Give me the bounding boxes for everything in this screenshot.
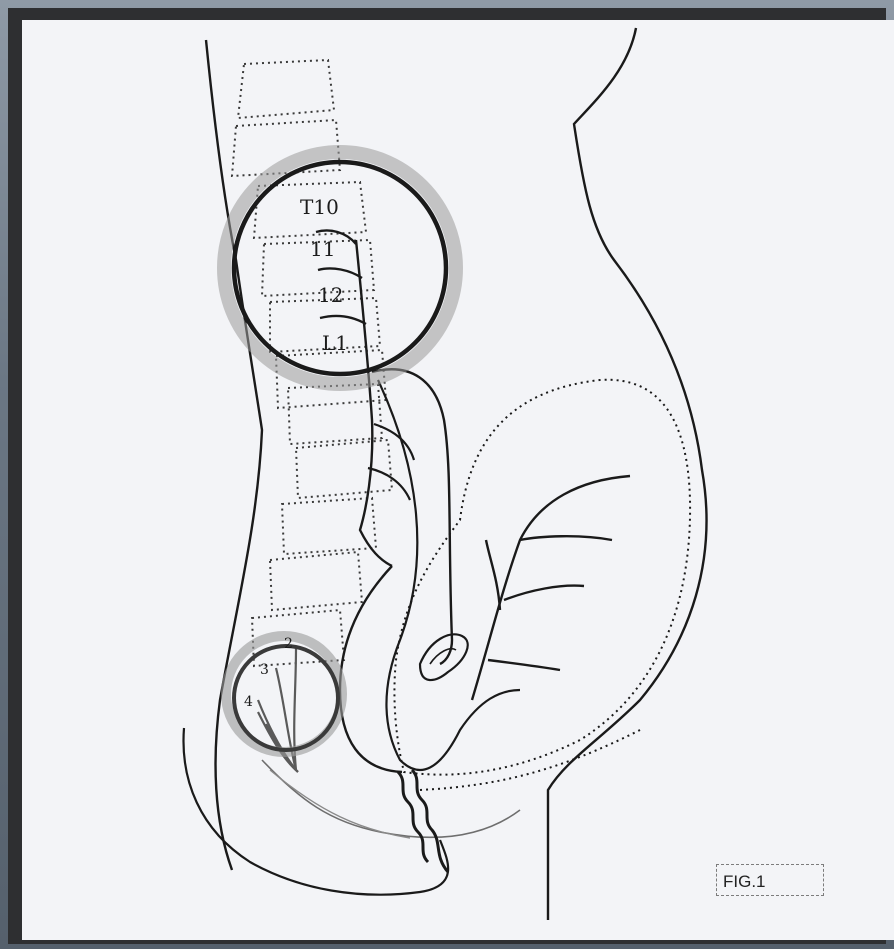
label-t12: 12: [318, 283, 343, 307]
nerve-branch-lumbar-2: [368, 468, 410, 500]
label-s3: 3: [260, 662, 269, 678]
label-s2: 2: [284, 636, 293, 652]
uterine-vessels: [472, 476, 630, 700]
ovary-shape: [420, 634, 468, 680]
perineum-line-2: [270, 770, 410, 838]
buttock-outline: [184, 728, 449, 895]
abdomen-outline: [548, 28, 707, 920]
figure-caption: FIG.1: [716, 864, 824, 896]
label-l1: L1: [322, 331, 348, 355]
nerve-branch-l1: [320, 316, 366, 324]
label-t10: T10: [300, 195, 339, 219]
nerve-branch-lumbar-1: [374, 424, 414, 460]
uterine-nerve-loop: [372, 369, 452, 664]
vaginal-canal-wavy-1: [398, 772, 428, 862]
label-s4: 4: [244, 694, 253, 710]
vaginal-canal-wavy-2: [412, 770, 448, 872]
uterus-dotted-outline: [394, 380, 690, 775]
vaginal-dotted-line: [420, 730, 640, 790]
label-t11: 11: [310, 237, 335, 261]
nerve-branch-t12: [318, 268, 362, 278]
